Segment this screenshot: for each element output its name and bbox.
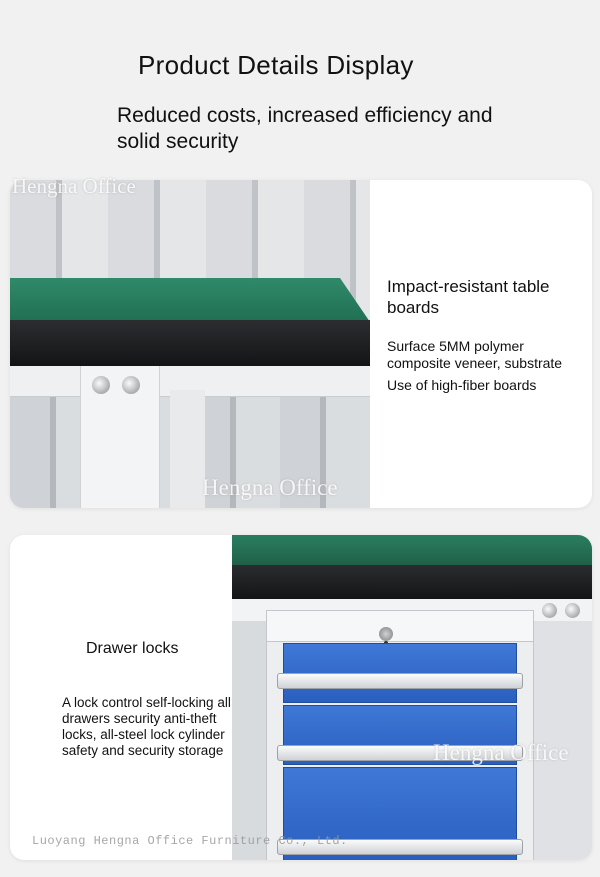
watermark: Hengna Office [202, 475, 338, 500]
tabletop-edge [10, 320, 370, 366]
drawer-handle [277, 673, 523, 689]
drawer-text: Drawer locks A lock control self-locking… [62, 640, 232, 759]
bolt-icon [92, 376, 110, 394]
bolt-icon [122, 376, 140, 394]
company-footer: Luoyang Hengna Office Furniture Co., Ltd… [32, 834, 348, 848]
lock-icon [379, 627, 393, 641]
green-tabletop [232, 535, 592, 565]
bolt-icon [565, 603, 580, 618]
watermark: Hengna Office [12, 174, 136, 198]
drawer-handle [277, 839, 523, 855]
drawer-cabinet [266, 610, 534, 860]
impact-resistant-card: Impact-resistant table boards Surface 5M… [10, 180, 592, 508]
drawer-cabinet-photo [232, 535, 592, 860]
drawer-paragraph: A lock control self-locking all drawers … [62, 695, 231, 758]
green-tabletop [10, 278, 370, 322]
bolt-icon [542, 603, 557, 618]
drawer-locks-card: Drawer locks A lock control self-locking… [10, 535, 592, 860]
tabletop-photo [10, 180, 370, 508]
watermark: Hengna Office [433, 740, 569, 765]
drawer-heading: Drawer locks [86, 640, 179, 657]
page-title: Product Details Display [138, 50, 414, 80]
drawer-handle [277, 745, 523, 761]
impact-text: Impact-resistant table boards Surface 5M… [387, 276, 587, 394]
impact-paragraph: Use of high-fiber boards [387, 377, 537, 393]
impact-heading: Impact-resistant table boards [387, 277, 550, 317]
page-subtitle: Reduced costs, increased efficiency and … [117, 104, 493, 153]
impact-paragraph: Surface 5MM polymer composite veneer, su… [387, 338, 563, 371]
